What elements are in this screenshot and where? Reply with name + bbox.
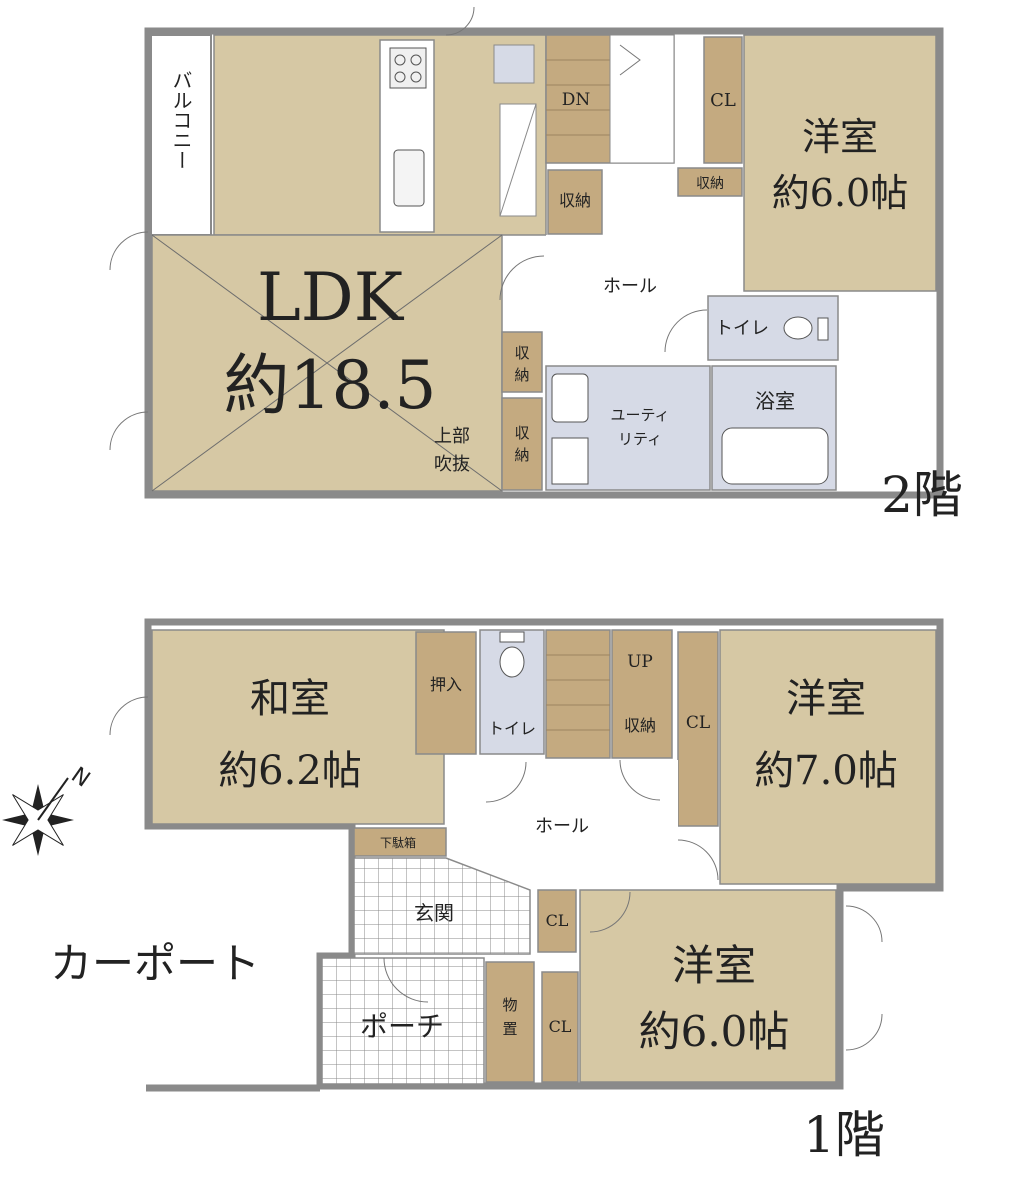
western-room-1f-a [719,629,937,885]
toilet-2f-label: トイレ [715,318,769,339]
closet-1f-c [541,971,579,1083]
floor1-label: 1階 [803,1106,885,1164]
toilet-icon [783,316,813,340]
storage-2f-c-label-1: 収 [514,344,529,362]
entrance-label: 玄関 [414,901,454,925]
western-2f-name: 洋室 [802,115,878,159]
balcony-label: バルコニー [169,70,193,170]
door-swing [845,905,883,943]
door-swing [485,761,527,803]
western-2f-size: 約6.0帖 [772,171,908,215]
japanese-room-size: 約6.2帖 [218,748,362,794]
toilet-icon [499,646,525,678]
balcony [150,34,212,236]
door-swing [109,231,149,271]
western-1f-b-size: 約6.0帖 [639,1007,790,1056]
porch [321,957,485,1085]
closet-1f-b-label: CL [546,911,569,930]
door-swing [845,1013,883,1051]
closet-2f [703,36,743,164]
shed [485,961,535,1083]
door-swing [664,309,708,353]
closet-1f-a-label: CL [686,713,710,733]
closet-1f-c-label: CL [549,1017,572,1036]
storage-1f [611,629,673,759]
oshiire-label: 押入 [430,675,462,694]
western-1f-b-name: 洋室 [672,941,756,990]
door-swing [445,6,475,36]
hall-1f-label: ホール [535,816,589,837]
toilet-2f [707,295,839,361]
western-room-1f-b [579,889,837,1083]
door-swing [109,696,149,736]
shoe-box-label: 下駄箱 [380,835,416,850]
entrance [353,857,531,955]
stairs-1f-label: UP [627,652,653,672]
storage-1f-label: 収納 [624,716,656,735]
carport-label: カーポート [50,939,260,988]
western-1f-a-name: 洋室 [786,676,866,722]
door-swing [677,839,719,881]
storage-2f-small [677,167,743,197]
floor1-plan: 和室 約6.2帖 押入 トイレ UP 収納 CL 洋室 約7.0帖 ホール 下駄… [109,618,944,1164]
ldk-size: 約18.5 [224,347,437,424]
washer-icon [551,437,589,485]
sink-icon [393,149,425,207]
shed-label-2: 置 [502,1020,517,1038]
ldk-name: LDK [257,259,405,336]
storage-2f-d-label-1: 収 [514,424,529,442]
storage-2f-c [501,331,543,393]
floor2-label: 2階 [881,466,963,524]
washbasin-icon [551,373,589,423]
void-label-2: 吹抜 [434,454,470,475]
storage-2f-c-label-2: 納 [514,366,529,384]
storage-2f-a [547,169,603,235]
western-room-2f [743,34,937,292]
bath-label: 浴室 [755,389,795,413]
shoe-box [353,827,447,857]
hall-1f [446,760,678,884]
utility-label-2: リティ [618,430,662,448]
stairs-1f [545,629,611,759]
compass-icon [2,777,74,856]
fridge-icon [493,44,535,84]
storage-2f-b-label: 収納 [696,176,724,192]
void-line-2 [151,234,503,492]
void-label-1: 上部 [434,426,470,447]
compass-north-label: N [66,763,94,793]
hall-2f [546,235,706,361]
door-swing [499,255,545,301]
hall-2f-label: ホール [603,276,657,297]
shed-label-1: 物 [502,996,517,1014]
door-swing [383,957,429,1003]
door-swing [109,411,149,451]
porch-label: ポーチ [360,1010,444,1043]
stairs-2f-label: DN [562,90,591,110]
closet-1f-a [677,631,719,827]
closet-1f-b [537,889,577,953]
stairs-landing [609,34,675,164]
door-swing [619,759,661,801]
japanese-room-name: 和室 [250,676,330,722]
closet-2f-label: CL [710,90,736,111]
japanese-room [151,629,445,825]
floor2-plan: LDK 約18.5 上部 吹抜 バルコニー ホール トイレ 浴室 ユーティ リテ… [109,6,963,524]
storage-2f-d [501,397,543,491]
toilet-1f-label: トイレ [488,719,536,738]
bathtub-icon [721,427,829,485]
western-1f-a-size: 約7.0帖 [754,748,898,794]
stove-icon [389,47,427,89]
utility-label-1: ユーティ [610,406,669,424]
door-swing [589,891,631,933]
oshiire [415,631,477,755]
storage-2f-a-label: 収納 [559,191,591,210]
storage-2f-d-label-2: 納 [514,446,529,464]
